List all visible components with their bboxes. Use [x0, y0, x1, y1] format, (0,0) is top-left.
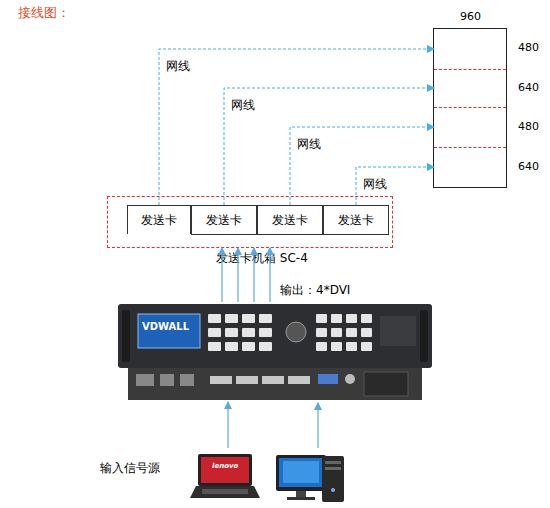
- panel-button: [208, 328, 221, 337]
- laptop: lenovo: [190, 452, 260, 502]
- network-cable: [224, 88, 434, 205]
- slot-cover: [364, 372, 408, 396]
- sending-card: 发送卡: [323, 205, 389, 235]
- signal-arrow: [237, 248, 238, 302]
- panel-button: [331, 314, 342, 323]
- group-label: 输入信号源: [100, 460, 160, 477]
- bnc-port: [345, 374, 355, 384]
- panel-button: [331, 342, 342, 351]
- panel-button: [316, 342, 327, 351]
- panel-button: [225, 328, 238, 337]
- panel-button: [259, 342, 272, 351]
- panel-button: [208, 314, 221, 323]
- connector: [160, 374, 174, 386]
- edge-label: 网线: [166, 58, 190, 75]
- signal-arrow: [221, 248, 222, 302]
- diagram-title: 接线图：: [18, 4, 70, 22]
- edge-label: 输出：4*DVI: [280, 282, 350, 299]
- panel-button: [346, 328, 357, 337]
- edge-label: 网线: [297, 136, 321, 153]
- rack-ear: [122, 310, 130, 362]
- laptop-base: [190, 486, 260, 498]
- panel-button: [361, 342, 372, 351]
- panel-button: [316, 314, 327, 323]
- node-text: 发送卡: [324, 212, 388, 229]
- input-arrow: [317, 403, 318, 448]
- node-text: 发送卡机箱 SC-4: [216, 250, 308, 267]
- panel-button: [225, 314, 238, 323]
- rack-ear: [420, 310, 428, 362]
- screen-section: 480: [434, 107, 506, 147]
- panel-button: [331, 328, 342, 337]
- laptop-lid: [198, 454, 252, 486]
- panel-button: [361, 328, 372, 337]
- screen-section: 640: [434, 69, 506, 107]
- network-cable: [290, 127, 434, 205]
- sender-chassis: 发送卡机箱 SC-4发送卡发送卡发送卡发送卡: [107, 196, 393, 248]
- edge-label: 网线: [363, 176, 387, 193]
- panel-button: [242, 342, 255, 351]
- panel-button: [259, 328, 272, 337]
- panel-button: [346, 342, 357, 351]
- connector: [136, 374, 154, 386]
- led-screen: 960480640480640: [433, 28, 507, 188]
- node-text: 发送卡: [192, 212, 256, 229]
- panel-button: [316, 328, 327, 337]
- panel-button: [242, 314, 255, 323]
- node-text: 640: [518, 81, 539, 94]
- sending-card: 发送卡: [257, 205, 323, 235]
- node-text: 发送卡: [128, 212, 190, 229]
- panel-label: [380, 316, 416, 346]
- signal-arrow: [227, 402, 228, 448]
- panel-button: [225, 342, 238, 351]
- signal-arrow: [269, 248, 270, 302]
- screen-section: 480: [434, 29, 506, 69]
- panel-button: [259, 314, 272, 323]
- dvi-port: [210, 376, 232, 384]
- laptop-illustration: [190, 452, 260, 502]
- connector: [180, 374, 194, 386]
- signal-arrow: [253, 248, 254, 302]
- node-text: VDWALL: [142, 321, 189, 332]
- node-text: 480: [518, 120, 539, 133]
- panel-button: [208, 342, 221, 351]
- laptop-screen: [201, 457, 249, 483]
- dvi-port: [236, 376, 258, 384]
- edge-label: 网线: [231, 97, 255, 114]
- vga-port: [318, 374, 338, 384]
- desktop-pc: [276, 455, 344, 502]
- rear-panel: [128, 368, 422, 400]
- panel-button: [346, 314, 357, 323]
- node-text: 发送卡: [258, 212, 322, 229]
- dvi-port: [288, 376, 310, 384]
- sending-card: 发送卡: [127, 205, 191, 234]
- node-text: lenovo: [212, 462, 238, 470]
- node-text: 480: [518, 41, 539, 54]
- screen-section: 640: [434, 147, 506, 187]
- node-text: 960: [460, 10, 481, 23]
- network-cable: [159, 49, 434, 205]
- video-processor: VDWALL: [118, 302, 432, 402]
- dvi-port: [262, 376, 284, 384]
- control-knob: [286, 322, 306, 342]
- processor-illustration: [118, 302, 432, 402]
- node-text: 640: [518, 160, 539, 173]
- network-cable: [356, 167, 434, 205]
- panel-button: [242, 328, 255, 337]
- lcd-screen: [138, 314, 200, 348]
- sending-card: 发送卡: [191, 205, 257, 235]
- front-panel: [118, 304, 432, 368]
- panel-button: [361, 314, 372, 323]
- keyboard: [202, 489, 248, 494]
